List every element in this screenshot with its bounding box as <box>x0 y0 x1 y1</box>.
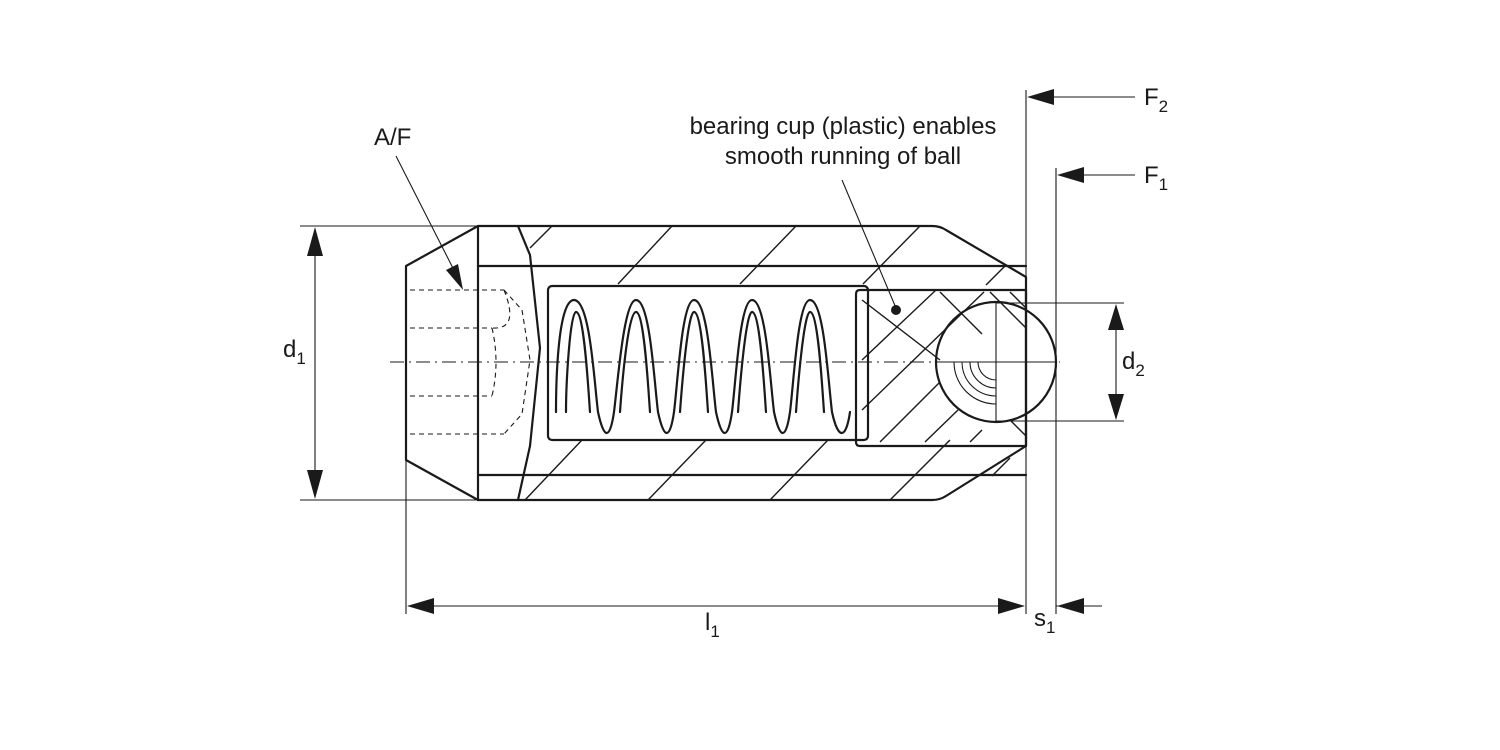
body-hatching <box>524 225 1011 501</box>
spring-bore <box>546 284 870 442</box>
af-leader <box>395 155 463 290</box>
bearing-cup-leader <box>841 179 901 315</box>
dimension-l1 <box>405 90 1027 614</box>
bearing-cup-label-line1: bearing cup (plastic) enables <box>690 113 997 140</box>
af-label: A/F <box>374 124 411 151</box>
bearing-cup-label-line2: smooth running of ball <box>725 143 961 170</box>
hex-socket-hidden-lines <box>410 289 531 435</box>
plunger-body <box>404 224 1028 502</box>
dimension-s1 <box>1055 168 1102 614</box>
d1-label: d1 <box>283 336 306 368</box>
force-arrow-f1 <box>1057 167 1135 183</box>
f1-label: F1 <box>1144 162 1168 194</box>
s1-label: s1 <box>1034 605 1055 637</box>
bearing-cup <box>854 288 1028 448</box>
f2-label: F2 <box>1144 84 1168 116</box>
dimension-d2 <box>996 302 1124 422</box>
dimension-d1 <box>300 225 478 501</box>
force-arrow-f2 <box>1027 89 1135 105</box>
d2-label: d2 <box>1122 348 1145 380</box>
compression-spring <box>554 298 852 435</box>
ball <box>934 300 1058 424</box>
l1-label: l1 <box>705 609 720 641</box>
